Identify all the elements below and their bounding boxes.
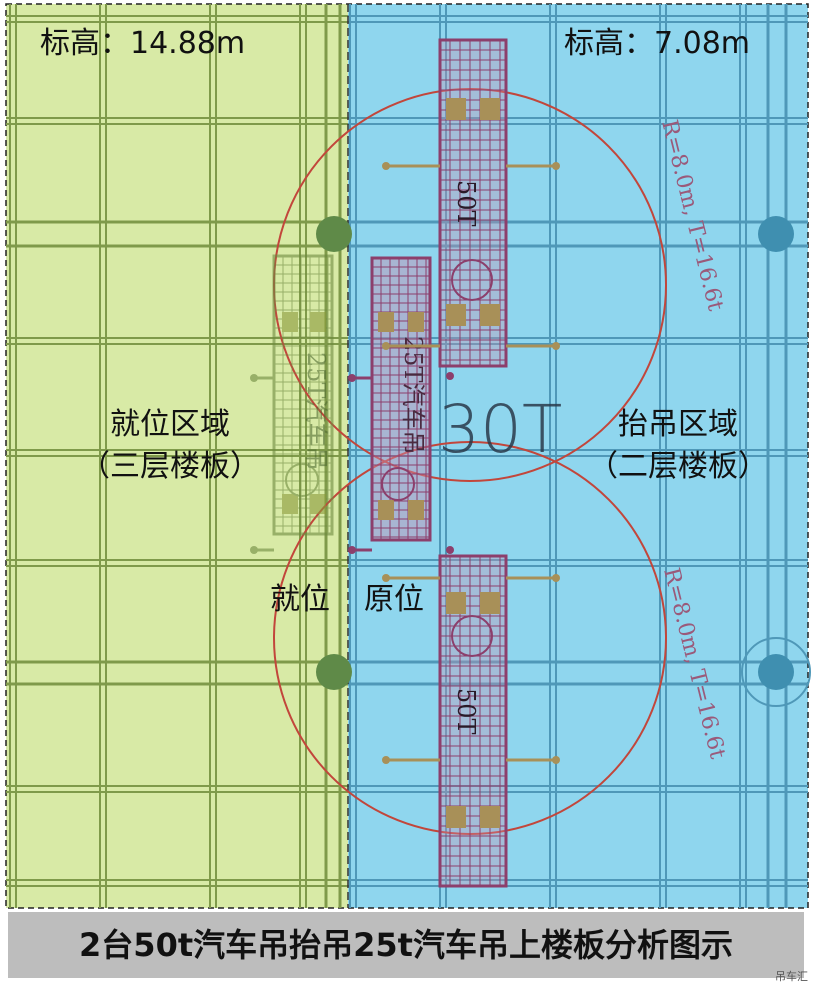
crane-25t-placed-label: 25T汽车吊 (302, 352, 330, 471)
placed-position-label: 就位 (270, 582, 330, 617)
crane-25t-placed: 25T汽车吊 (250, 254, 334, 554)
load-30t-label: 30T (438, 391, 562, 468)
main-axis-lines (6, 4, 808, 908)
column-node (758, 216, 794, 252)
crane-25t-original-label: 25T汽车吊 (399, 336, 427, 455)
crane-50t-top-label: 50T (452, 180, 480, 227)
left-floor-grid (6, 4, 348, 908)
left-zone-name: 就位区域 (110, 407, 230, 442)
left-zone-title: 就位区域 （三层楼板） (40, 404, 300, 488)
right-floor-grid (348, 4, 808, 908)
crane-50t-bottom: 50T (382, 546, 560, 888)
crane-50t-top: 50T (382, 38, 560, 380)
left-elevation-label: 标高：14.88m (40, 26, 246, 61)
right-zone-name: 抬吊区域 (618, 407, 738, 442)
crane-25t-original: 25T汽车吊 (348, 256, 432, 554)
right-elevation-label: 标高：7.08m (564, 26, 751, 61)
figure-caption: 2台50t汽车吊抬吊25t汽车吊上楼板分析图示 (79, 926, 733, 964)
watermark-logo: 吊车汇 (775, 970, 808, 983)
right-zone-title: 抬吊区域 （二层楼板） (548, 404, 808, 488)
right-zone-floor: （二层楼板） (588, 449, 768, 484)
caption-bar: 2台50t汽车吊抬吊25t汽车吊上楼板分析图示 (8, 912, 804, 978)
column-ring (741, 637, 811, 707)
crane-50t-bottom-label: 50T (452, 688, 480, 735)
column-node (316, 654, 352, 690)
column-node (316, 216, 352, 252)
original-position-label: 原位 (364, 582, 424, 617)
structural-columns (316, 216, 811, 707)
column-node (758, 654, 794, 690)
left-zone-floor: （三层楼板） (80, 449, 260, 484)
